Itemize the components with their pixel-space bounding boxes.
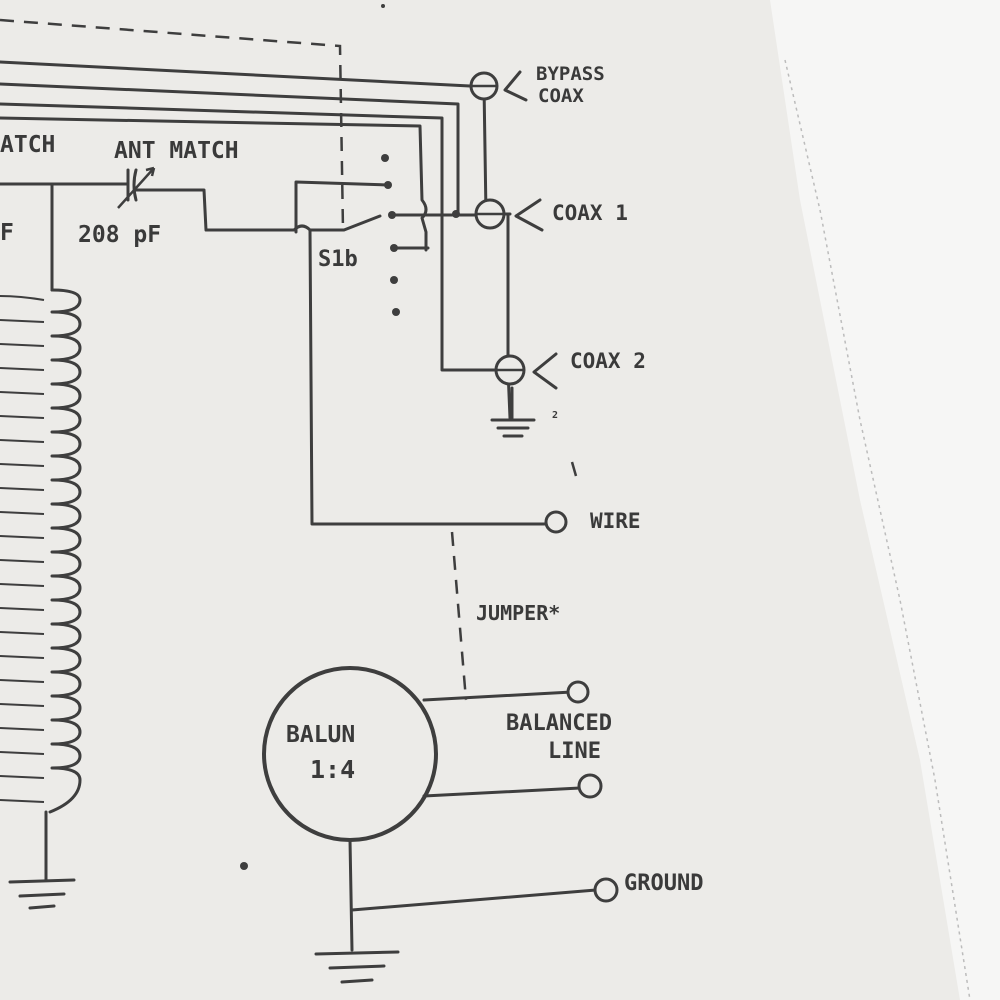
label-cap-value: 208 pF: [78, 222, 161, 248]
capacitor-plate-right: [132, 168, 138, 202]
label-balun: BALUN: [286, 722, 355, 748]
label-match-left: ATCH: [0, 132, 55, 158]
wire-balanced-1: [422, 690, 574, 702]
ground-terminal: [593, 877, 619, 903]
page-edge: [770, 0, 1000, 1000]
stray-mark: [240, 862, 248, 870]
balanced-terminal-2: [577, 773, 603, 799]
wire-terminal: [544, 510, 568, 534]
coax2-connector: [494, 352, 558, 390]
label-ground: GROUND: [624, 871, 703, 896]
switch-contact-1: [381, 154, 389, 162]
stray-mark-top: [381, 4, 385, 8]
label-switch: S1b: [318, 247, 358, 272]
dashed-mechanical-link: [0, 18, 345, 231]
wire-balanced-2: [422, 786, 582, 798]
label-mark-2: 2: [552, 410, 558, 421]
ground-symbol-coil: [8, 878, 76, 910]
coax1-connector: [474, 198, 544, 232]
capacitor-variable-arrow: [117, 167, 155, 209]
balun-circle: [262, 666, 438, 842]
label-bypass: BYPASS: [536, 63, 605, 85]
ground-symbol-coax2: [490, 386, 536, 438]
switch-contact-5: [390, 276, 398, 284]
capacitor-arrow-head: [145, 166, 156, 177]
label-wire: WIRE: [590, 509, 641, 533]
label-balun-ratio: 1:4: [310, 755, 355, 784]
label-coax1: COAX 1: [552, 201, 628, 225]
bypass-coax-connector: [469, 70, 528, 102]
wire-coax2-feed: [0, 102, 502, 372]
wire-ground-terminal: [350, 888, 598, 912]
label-ant-match: ANT MATCH: [114, 138, 239, 164]
label-balanced-line: LINE: [548, 739, 601, 764]
wire-to-wire-terminal: [308, 228, 552, 526]
wire-balun-ground: [348, 838, 354, 952]
page-edge-line: [784, 59, 971, 1000]
label-bypass-coax: COAX: [538, 85, 584, 107]
label-f-left: F: [0, 220, 14, 246]
wire-coax1-feed: [0, 82, 460, 216]
ground-symbol-balun: [314, 950, 400, 984]
inductor-coil: [0, 288, 82, 814]
label-coax2: COAX 2: [570, 349, 646, 373]
label-balanced: BALANCED: [506, 711, 612, 736]
wire-switch-contact-2: [294, 180, 390, 234]
switch-contact-6: [392, 308, 400, 316]
wire-switch-return: [0, 116, 428, 252]
junction-dot: [452, 210, 460, 218]
wire-bypass: [0, 60, 472, 88]
stray-mark-mid: [570, 461, 578, 477]
jumper-dashed-line: [450, 531, 468, 701]
label-jumper: JUMPER*: [476, 601, 560, 625]
balanced-terminal-1: [566, 680, 590, 704]
